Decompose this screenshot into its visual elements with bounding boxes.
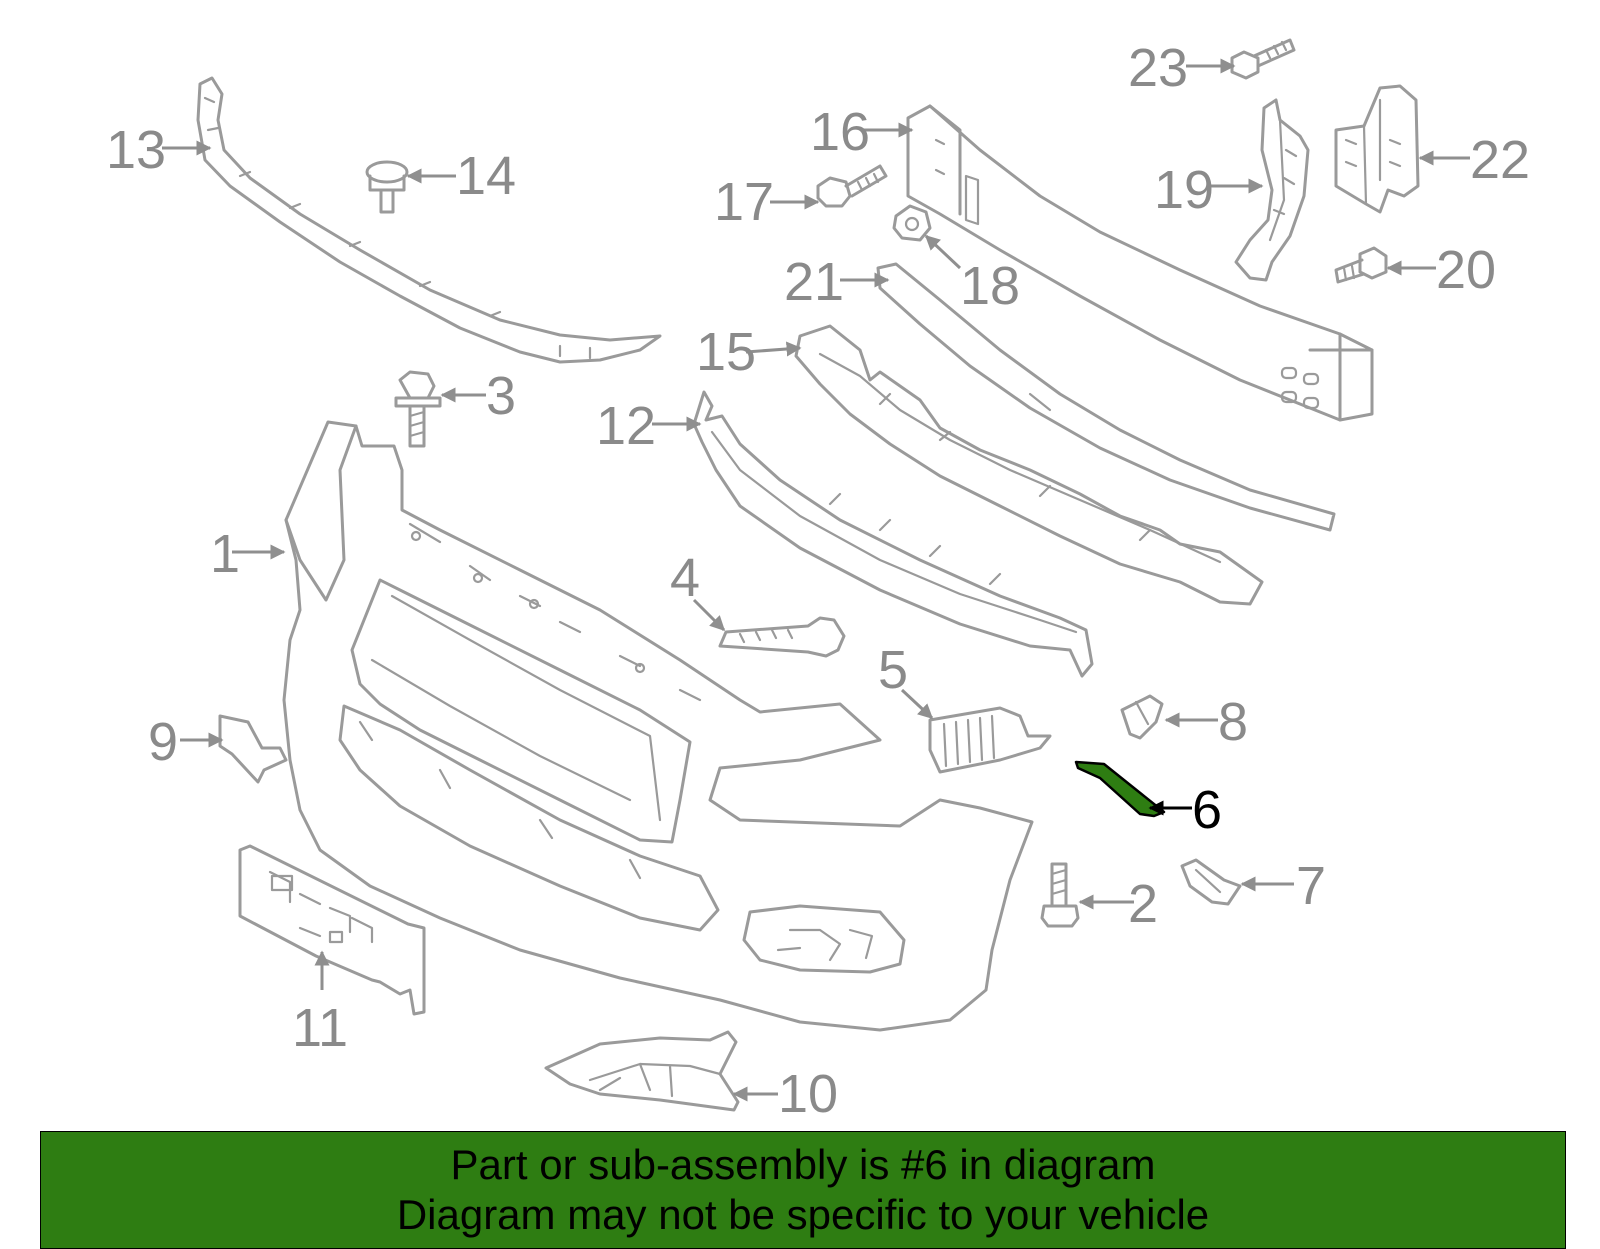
label-1: 1 xyxy=(210,524,240,584)
part-16-reinforcement xyxy=(906,104,1374,422)
part-20-bolt xyxy=(1334,246,1388,284)
part-17-bolt xyxy=(816,164,888,208)
banner-line-part: Part or sub-assembly is #6 in diagram xyxy=(450,1141,1156,1188)
label-11: 11 xyxy=(292,998,348,1058)
part-14-clip xyxy=(365,160,409,214)
part-3-bolt xyxy=(394,370,442,448)
part-13-lip-strip xyxy=(196,76,662,364)
part-11-plate-bracket xyxy=(238,844,426,1016)
label-4: 4 xyxy=(670,548,700,608)
part-19-bracket xyxy=(1234,98,1310,282)
label-14: 14 xyxy=(456,146,516,206)
arrow-15 xyxy=(745,341,802,357)
label-23: 23 xyxy=(1128,38,1188,98)
part-9-bracket xyxy=(218,714,288,784)
label-17: 17 xyxy=(714,172,774,232)
label-22: 22 xyxy=(1470,130,1530,190)
part-15-absorber xyxy=(794,324,1264,606)
part-12-retainer xyxy=(692,390,1094,678)
label-18: 18 xyxy=(960,256,1020,316)
label-3: 3 xyxy=(486,366,516,426)
part-5-bracket xyxy=(928,706,1052,774)
label-19: 19 xyxy=(1154,160,1214,220)
part-21-stay xyxy=(876,262,1336,532)
arrow-18 xyxy=(924,234,962,270)
banner-line-disclaimer: Diagram may not be specific to your vehi… xyxy=(396,1191,1210,1238)
part-6-highlighted-strip xyxy=(1074,760,1166,818)
part-4-bracket xyxy=(718,616,846,658)
label-16: 16 xyxy=(810,102,870,162)
callout-labels: 1 2 3 4 5 6 7 8 9 10 11 12 13 14 15 16 1… xyxy=(106,38,1530,1124)
part-23-bolt xyxy=(1230,38,1296,80)
label-13: 13 xyxy=(106,120,166,180)
label-9: 9 xyxy=(148,712,178,772)
leader-arrows xyxy=(162,58,1470,1102)
label-6: 6 xyxy=(1192,780,1222,840)
part-22-bracket xyxy=(1334,84,1420,214)
part-7-clip xyxy=(1180,858,1242,906)
part-8-clip xyxy=(1120,694,1164,740)
label-2: 2 xyxy=(1128,874,1158,934)
arrow-4 xyxy=(692,598,726,632)
info-banner: Part or sub-assembly is #6 in diagram Di… xyxy=(40,1131,1566,1249)
label-20: 20 xyxy=(1436,240,1496,300)
label-12: 12 xyxy=(596,396,656,456)
label-5: 5 xyxy=(878,640,908,700)
part-18-nut xyxy=(892,204,932,242)
part-10-bezel xyxy=(544,1030,740,1112)
part-2-bolt xyxy=(1040,862,1080,928)
label-7: 7 xyxy=(1296,856,1326,916)
label-15: 15 xyxy=(696,322,756,382)
arrow-5 xyxy=(900,688,934,720)
label-8: 8 xyxy=(1218,692,1248,752)
part-1-bumper-cover xyxy=(282,420,1034,1032)
label-10: 10 xyxy=(778,1064,838,1124)
label-21: 21 xyxy=(784,252,844,312)
